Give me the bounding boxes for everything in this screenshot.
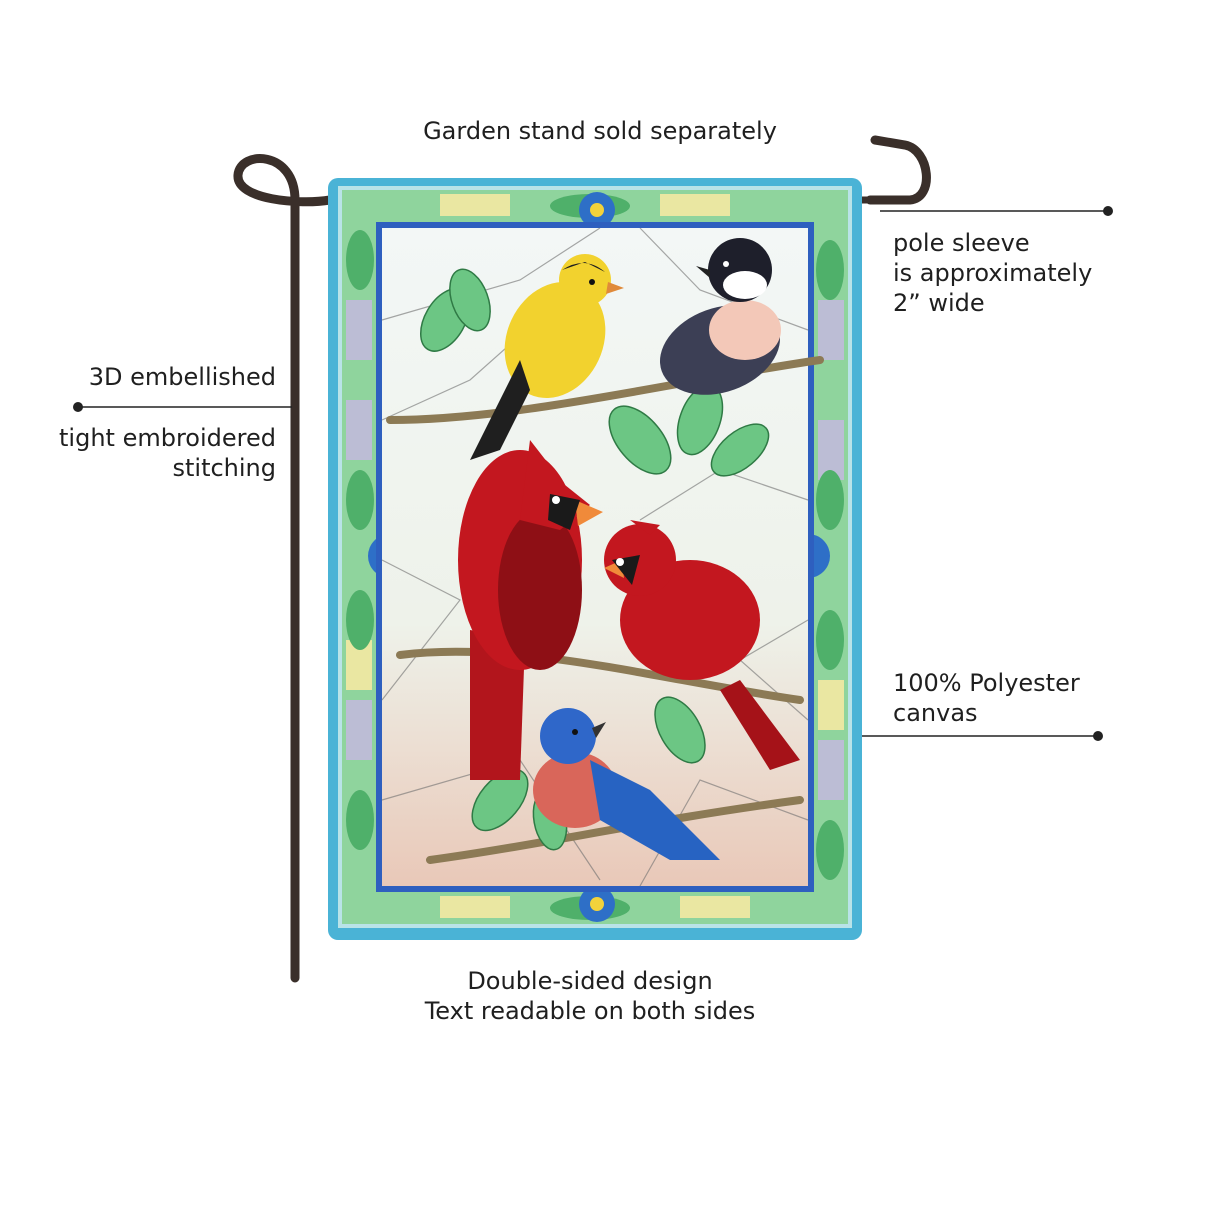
foliage bbox=[419, 268, 770, 851]
callout-dot-sleeve bbox=[1103, 206, 1113, 216]
chickadee bbox=[659, 238, 781, 395]
cardinal-small bbox=[604, 520, 800, 770]
label-polyester: 100% Polyester canvas bbox=[893, 669, 1080, 727]
callout-lines bbox=[78, 210, 1108, 737]
label-3d-embellished: 3D embellished bbox=[88, 363, 276, 391]
callout-dot-embellished bbox=[73, 402, 83, 412]
label-double-sided: Double-sided design Text readable on bot… bbox=[424, 967, 756, 1025]
frame-segments bbox=[346, 300, 844, 800]
bluebird bbox=[533, 708, 720, 860]
label-pole-sleeve: pole sleeve is approximately 2” wide bbox=[893, 229, 1093, 317]
cardinal-large bbox=[458, 440, 603, 780]
label-stitching: tight embroidered stitching bbox=[59, 424, 276, 482]
callout-dot-material bbox=[1093, 731, 1103, 741]
label-garden-stand: Garden stand sold separately bbox=[423, 117, 777, 145]
goldfinch bbox=[470, 254, 624, 460]
